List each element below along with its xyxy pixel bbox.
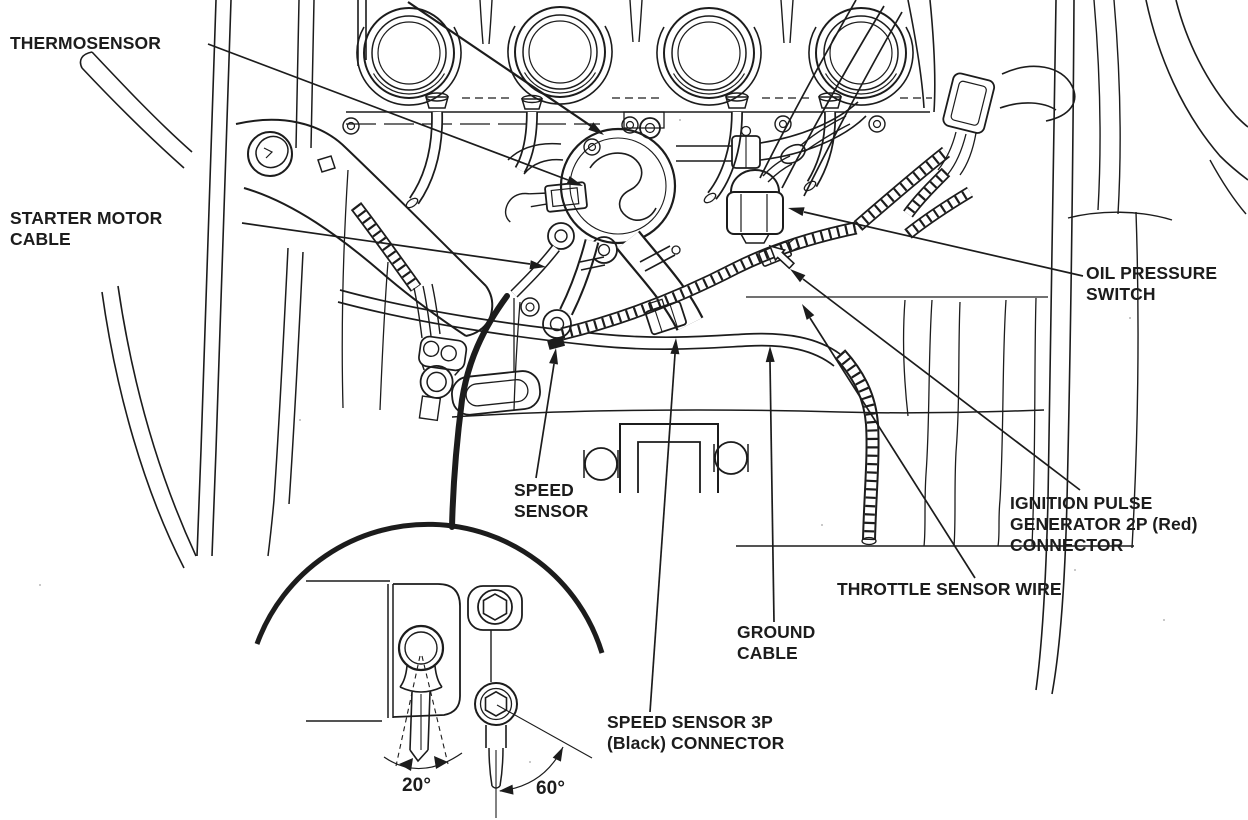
starter-terminal-ring: [547, 222, 575, 250]
label-ground-cable: GROUND CABLE: [737, 622, 816, 663]
label-angle-60: 60°: [536, 778, 566, 799]
angle-20-dimension: [383, 655, 463, 771]
starter-cable-parts: [418, 222, 575, 530]
thermosensor-part: [504, 181, 588, 223]
inset-upper-bolt-icon: [477, 589, 513, 625]
frame-tubes: [79, 0, 389, 569]
funnel-1: [363, 7, 455, 99]
funnel-2: [514, 6, 606, 98]
label-ignition-pulse-generator: IGNITION PULSE GENERATOR 2P (Red) CONNEC…: [1010, 493, 1198, 555]
inset-lower-bolt-icon: [474, 682, 518, 726]
label-thermosensor: THERMOSENSOR: [10, 33, 161, 53]
leader-top-cutoff: [407, 1, 604, 135]
leader-starter-motor-cable: [241, 222, 546, 270]
leader-ground-cable: [765, 346, 775, 623]
angle-60-dimension: [495, 704, 593, 818]
inset-circle: [254, 521, 605, 654]
harness-connector-block: [942, 72, 996, 134]
funnel-3: [663, 7, 755, 99]
leader-throttle-sensor-wire: [802, 304, 976, 579]
bracket-bolt-icon: [247, 131, 293, 177]
speed-sensor-part: [520, 297, 572, 350]
bolt-icon: [342, 115, 886, 156]
leader-speed-sensor: [535, 348, 558, 479]
leader-oil-pressure-switch: [788, 207, 1084, 277]
cable-guide-boss: [451, 370, 541, 416]
crankcase-lines: [451, 296, 1134, 547]
wiring-harness: [337, 0, 996, 546]
speed-sensor-cable-thick: [449, 293, 510, 530]
label-angle-20: 20°: [402, 775, 432, 796]
label-throttle-sensor-wire: THROTTLE SENSOR WIRE: [837, 579, 1062, 599]
ground-cable-lug: [418, 335, 468, 422]
leader-ignition-pulse: [790, 269, 1081, 491]
drain-hoses: [405, 92, 842, 209]
leader-lines: [207, 1, 1084, 713]
clamp-bolt-icon: [583, 441, 749, 481]
white-arrow-icon: [768, 244, 796, 270]
label-speed-sensor-3p: SPEED SENSOR 3P (Black) CONNECTOR: [607, 712, 785, 753]
intake-funnels: [342, 0, 936, 156]
leader-speed-sensor-3p: [649, 338, 680, 713]
label-starter-motor-cable: STARTER MOTOR CABLE: [10, 208, 163, 249]
inset-speed-sensor: [397, 624, 445, 763]
thermostat-housing: [504, 101, 867, 331]
inset-detail: [254, 521, 605, 818]
label-speed-sensor: SPEED SENSOR: [514, 480, 589, 521]
leader-thermosensor: [207, 43, 583, 186]
scan-speckles: [39, 119, 1165, 763]
right-frame: [999, 0, 1248, 695]
label-oil-pressure-switch: OIL PRESSURE SWITCH: [1086, 263, 1218, 304]
speed-sensor-3p-connector-part: [645, 298, 687, 336]
hose-nipple: [425, 92, 842, 110]
funnel-4: [815, 7, 907, 99]
